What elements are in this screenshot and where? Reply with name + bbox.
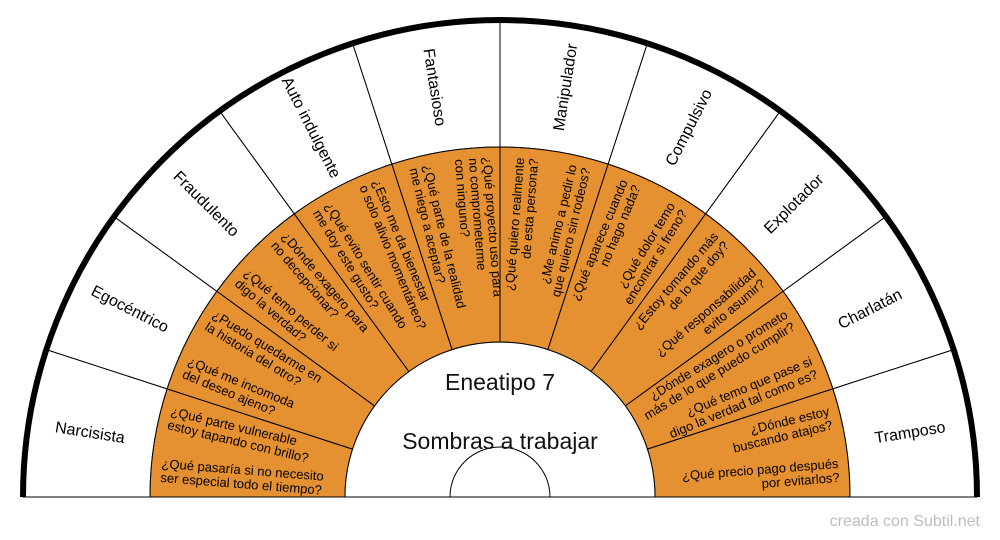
question-ring — [149, 146, 851, 498]
hub-semicircle — [449, 446, 551, 498]
credit-text: creada con Subtil.net — [830, 513, 981, 530]
question-line: por evitarlos? — [761, 470, 840, 491]
wheel-subtitle: Sombras a trabajar — [402, 428, 598, 454]
outer-rim-arc — [20, 17, 980, 498]
question-line: con ninguno? — [452, 159, 473, 238]
center-disk — [344, 341, 656, 498]
wheel-title: Eneatipo 7 — [445, 369, 555, 395]
trait-ring — [22, 19, 978, 498]
